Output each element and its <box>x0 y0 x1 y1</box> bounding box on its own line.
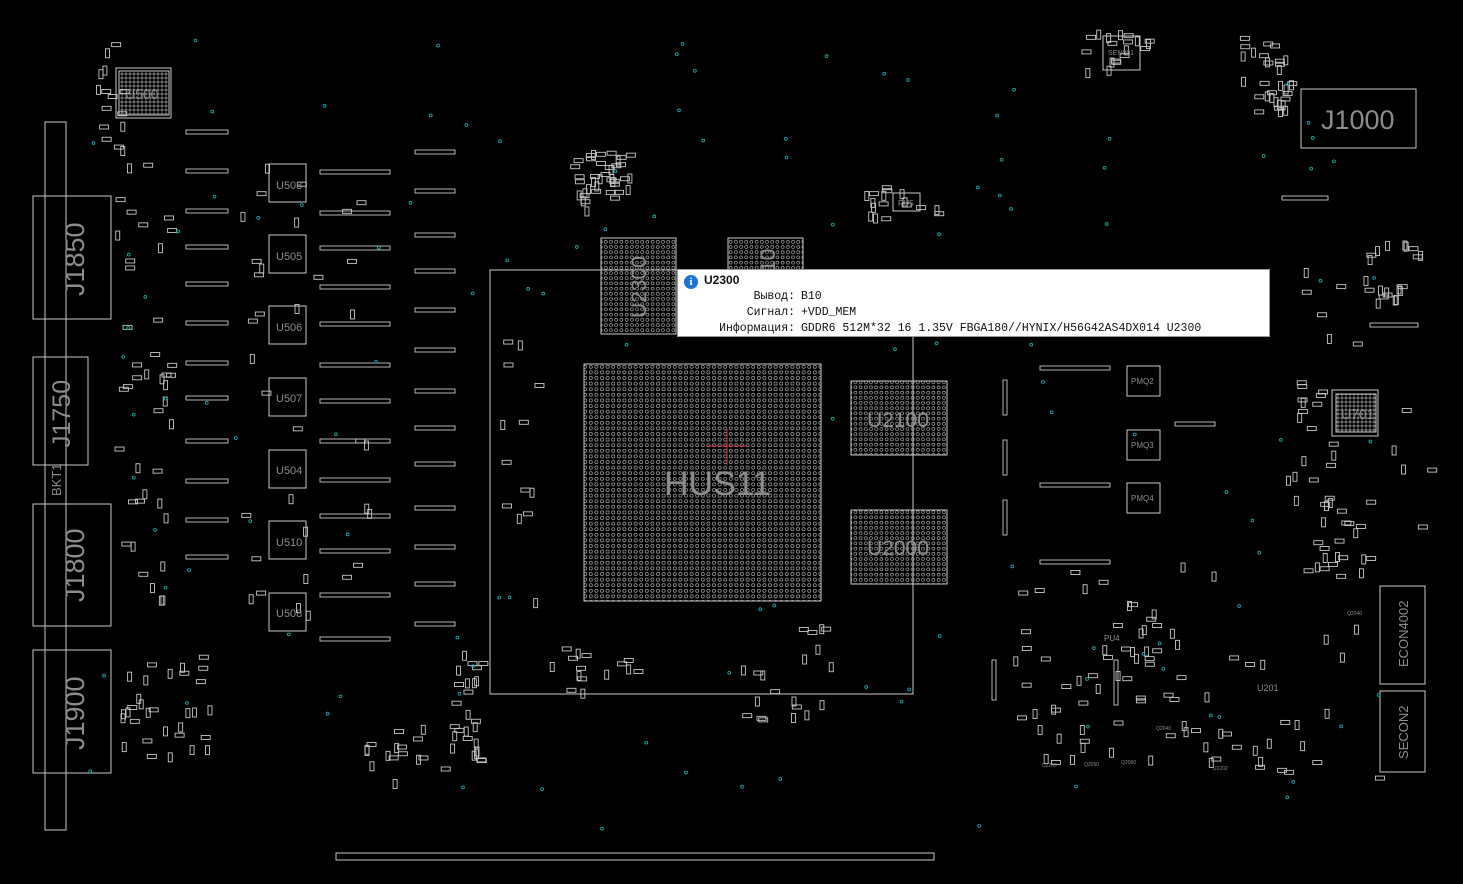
bga-gpu-hus11-outline <box>583 363 822 602</box>
cursor-crosshair <box>708 428 746 465</box>
bga-gpu-hus11[interactable] <box>584 364 821 601</box>
component-labels: HUS11 U2100 U2000 U2300 10 J1850 J1750 B… <box>48 50 1411 772</box>
bga-mem-u2000-outline <box>850 509 948 585</box>
label-q2050: Q2050 <box>1084 762 1099 768</box>
bracket-rail <box>44 121 67 831</box>
label-j1000: J1000 <box>1321 105 1395 135</box>
label-pmq4: PMQ4 <box>1131 494 1154 503</box>
bga-u701-outline <box>1335 393 1377 433</box>
label-u507: U507 <box>276 393 302 405</box>
connector-j1750[interactable] <box>32 356 89 466</box>
mosfet-pmq3[interactable] <box>1126 429 1161 461</box>
label-q2040: Q2040 <box>1156 726 1171 732</box>
label-u2202: U2202 <box>1213 766 1228 772</box>
label-u2100: U2100 <box>867 409 929 432</box>
label-u510: U510 <box>276 537 302 549</box>
tooltip-key: Сигнал: <box>746 306 795 319</box>
info-icon: i <box>684 275 698 289</box>
label-sen001: SEN001 <box>1108 50 1134 57</box>
tooltip-value: GDDR6 512M*32 16 1.35V FBGA180//HYNIX/H5… <box>801 322 1202 335</box>
component-tooltip: i U2300 Вывод: B10 Сигнал: +VDD_MEM Информ… <box>677 269 1270 337</box>
bga-u500[interactable] <box>119 71 169 115</box>
label-econ4002: ECON4002 <box>1396 601 1411 667</box>
smd-parts <box>95 29 1438 789</box>
label-q2040b: Q2040 <box>1347 611 1362 617</box>
bga-mem-u2100-outline <box>850 380 948 456</box>
tooltip-key: Вывод: <box>753 290 795 303</box>
pcie-edge-connector[interactable] <box>335 852 935 861</box>
bga-mem-u2300-outline <box>600 237 677 335</box>
label-u508: U508 <box>276 608 302 620</box>
label-j1750: J1750 <box>48 380 76 448</box>
mosfet-pmq2[interactable] <box>1126 365 1161 397</box>
bga-mem-u2100[interactable] <box>851 381 947 455</box>
chip-u500[interactable] <box>115 67 172 119</box>
qfn-chip[interactable] <box>268 305 307 345</box>
label-gpu: HUS11 <box>664 465 771 503</box>
label-u2300: U2300 <box>628 256 651 318</box>
label-mem-partial: 10 <box>757 249 780 272</box>
label-u505: U505 <box>276 251 302 263</box>
label-u503: U503 <box>276 180 302 192</box>
label-j1800: J1800 <box>60 528 90 602</box>
bga-u500-outline <box>118 70 170 116</box>
label-u701: U701 <box>1341 406 1375 422</box>
tooltip-row-pin: Вывод: B10 <box>678 289 822 304</box>
mosfet-pmq4[interactable] <box>1126 482 1161 514</box>
label-pu5: PU5 <box>898 199 914 208</box>
connector-secon2[interactable] <box>1379 690 1426 773</box>
tooltip-row-info: Информация: GDDR6 512M*32 16 1.35V FBGA18… <box>678 321 1201 336</box>
bga-mem-u2300[interactable] <box>601 238 676 334</box>
bga-mem-u2000[interactable] <box>851 510 947 584</box>
label-j1850: J1850 <box>60 222 90 296</box>
connector-j1900[interactable] <box>32 649 112 774</box>
board-outlines <box>32 35 1426 861</box>
bga-u701[interactable] <box>1336 394 1376 432</box>
qfn-chip[interactable] <box>268 234 307 274</box>
label-u201: U201 <box>1257 683 1279 693</box>
chip-pu5[interactable] <box>892 192 921 212</box>
chip-u701[interactable] <box>1331 389 1379 437</box>
tooltip-value: B10 <box>801 290 822 303</box>
connector-j1000[interactable] <box>1300 88 1417 149</box>
tooltip-title: U2300 <box>704 273 740 287</box>
tooltip-key: Информация: <box>719 322 795 335</box>
label-u500: U500 <box>125 86 159 102</box>
connector-econ4002[interactable] <box>1379 585 1426 685</box>
vias <box>88 38 1381 831</box>
bga-grids <box>118 70 1377 632</box>
label-pu4: PU4 <box>1104 634 1120 643</box>
qfn-chip[interactable] <box>268 377 307 417</box>
qfn-chip[interactable] <box>268 449 307 489</box>
label-secon2: SECON2 <box>1396 706 1411 759</box>
label-pmq3: PMQ3 <box>1131 441 1154 450</box>
connector-j1850[interactable] <box>32 195 112 320</box>
tooltip-value: +VDD_MEM <box>801 306 857 319</box>
label-u506: U506 <box>276 322 302 334</box>
label-q2060: Q2060 <box>1121 760 1136 766</box>
qfn-chip[interactable] <box>268 520 307 560</box>
label-u2200: U2200 <box>1042 763 1057 769</box>
connector-j1800[interactable] <box>32 503 112 627</box>
bga-mem-top-partial[interactable] <box>728 238 803 270</box>
label-pmq2: PMQ2 <box>1131 377 1154 386</box>
tooltip-row-signal: Сигнал: +VDD_MEM <box>678 305 857 320</box>
label-u504: U504 <box>276 465 302 477</box>
label-u2000: U2000 <box>867 537 929 560</box>
label-j1900: J1900 <box>60 676 90 750</box>
chip-sen001[interactable] <box>1102 35 1141 71</box>
label-bkt1: BKT1 <box>49 463 64 496</box>
